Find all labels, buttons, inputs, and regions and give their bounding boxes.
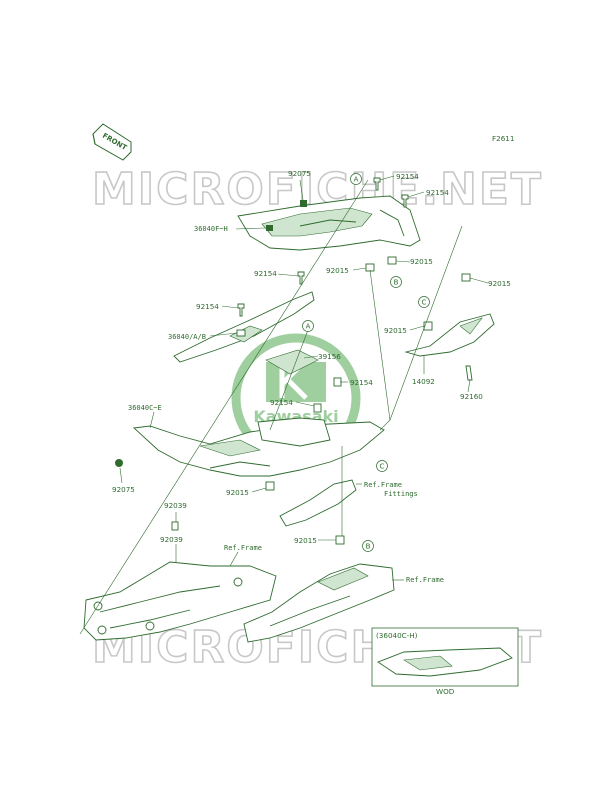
- label-92154-a: 92154: [396, 172, 419, 181]
- label-92015-f: 92015: [294, 536, 317, 545]
- leader-lines: [79, 175, 489, 635]
- part-labels: 92075 92154 92154 36040F~H 92015 92015 9…: [112, 169, 511, 584]
- pad-39156: [265, 349, 319, 375]
- front-arrow-icon: FRONT: [92, 123, 132, 161]
- label-ref-frame-1: Ref.Frame: [224, 544, 262, 552]
- label-92154-c: 92154: [254, 269, 277, 278]
- left-rail: [173, 271, 315, 363]
- wod-inset: (36040C-H) WOD: [371, 627, 519, 696]
- label-36040c-e: 36040C~E: [128, 404, 162, 412]
- label-92015-c: 92015: [488, 279, 511, 288]
- label-92075-low: 92075: [112, 485, 135, 494]
- callout-a-mid: A: [306, 323, 311, 331]
- callout-c-mid: C: [380, 463, 385, 471]
- label-92015-d: 92015: [384, 326, 407, 335]
- callout-b-top: B: [394, 279, 399, 287]
- label-92039-a: 92039: [164, 501, 187, 510]
- label-92015-e: 92015: [226, 488, 249, 497]
- label-ref-frame-2: Ref.Frame: [406, 576, 444, 584]
- frame-fittings: [265, 479, 357, 527]
- upper-seat-cowl: [237, 195, 421, 251]
- label-92039-b: 92039: [160, 535, 183, 544]
- label-92154-e: 92154: [350, 378, 373, 387]
- diagram-code: F2611: [492, 134, 514, 143]
- label-92015-a: 92015: [326, 266, 349, 275]
- label-92075-top: 92075: [288, 169, 311, 178]
- label-92015-b: 92015: [410, 257, 433, 266]
- label-92160: 92160: [460, 392, 483, 401]
- label-92154-f: 92154: [270, 398, 293, 407]
- label-14092: 14092: [412, 377, 435, 386]
- callout-b-low: B: [366, 543, 371, 551]
- label-92154-d: 92154: [196, 302, 219, 311]
- label-ref-frame-fittings-1: Ref.Frame: [364, 481, 402, 489]
- wod-box-label: (36040C-H): [376, 631, 418, 640]
- label-ref-frame-fittings-2: Fittings: [384, 490, 418, 498]
- callout-c-top: C: [422, 299, 427, 307]
- label-39156: 39156: [318, 352, 341, 361]
- label-92154-b: 92154: [426, 188, 449, 197]
- right-bracket: [404, 313, 495, 381]
- label-36040-a-b: 36040/A/B: [168, 333, 206, 341]
- callout-circles: A B C A C B: [302, 173, 430, 552]
- callout-a-top: A: [354, 176, 359, 184]
- side-cover: [115, 377, 385, 477]
- wod-caption: WOD: [436, 687, 455, 696]
- label-36040f-h: 36040F~H: [194, 225, 228, 233]
- screw-group-top: [365, 177, 471, 282]
- lower-frame: [83, 521, 277, 641]
